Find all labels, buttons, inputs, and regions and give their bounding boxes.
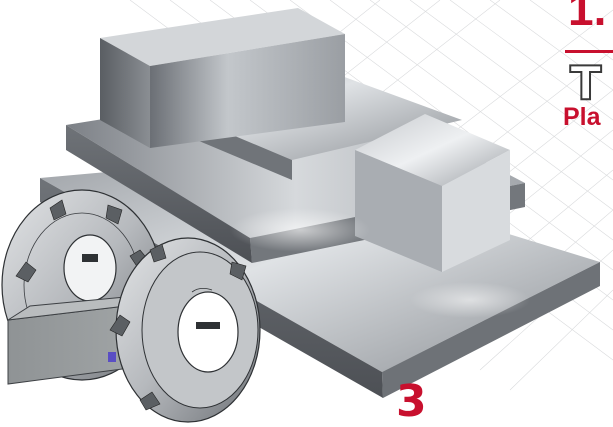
section-title: T bbox=[569, 56, 602, 110]
section-number: 1. bbox=[568, 0, 607, 35]
heading-rule bbox=[565, 50, 613, 53]
carbide-insert-highlight bbox=[108, 352, 116, 362]
section-subtitle: Pla bbox=[563, 103, 601, 131]
milling-cutter-illustration bbox=[1, 189, 261, 423]
page-number: 3 bbox=[396, 376, 427, 427]
tall-block bbox=[100, 8, 345, 148]
cube-block bbox=[355, 114, 510, 272]
surface-highlight bbox=[230, 208, 370, 252]
surface-highlight bbox=[410, 282, 530, 318]
